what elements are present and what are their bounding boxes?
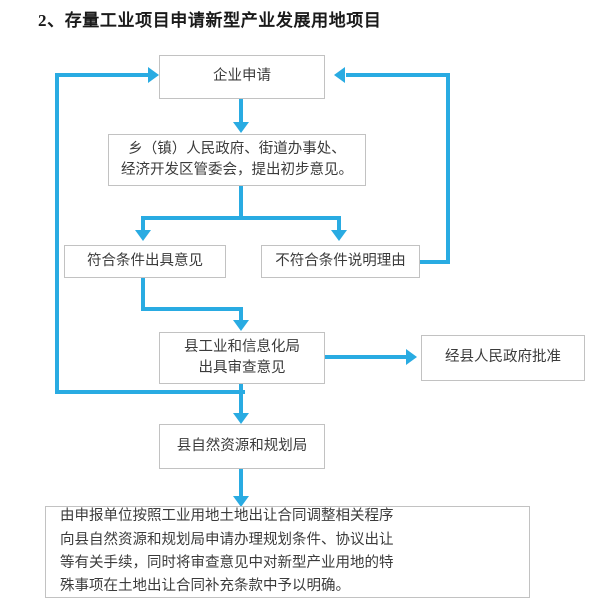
- node-township-government[interactable]: 乡（镇）人民政府、街道办事处、 经济开发区管委会，提出初步意见。: [108, 134, 366, 186]
- connector-right-loop-bottom-horizontal: [418, 260, 450, 264]
- connector-bureau-to-county-approval: [324, 355, 408, 359]
- node-enterprise-application-label: 企业申请: [213, 68, 271, 85]
- node-industry-bureau-label: 县工业和信息化局 出具审查意见: [184, 338, 300, 376]
- page-title: 2、存量工业项目申请新型产业发展用地项目: [38, 11, 382, 30]
- node-natural-resources-bureau-label: 县自然资源和规划局: [176, 437, 308, 454]
- connector-township-split-horizontal: [141, 216, 341, 220]
- connector-split-left-down: [141, 216, 145, 232]
- node-enterprise-application[interactable]: 企业申请: [159, 55, 325, 99]
- arrow-into-unqualified: [331, 230, 347, 241]
- connector-natural-resources-to-final: [239, 468, 243, 498]
- arrow-right-loop-into-enterprise: [334, 67, 345, 83]
- connector-split-right-down: [337, 216, 341, 232]
- node-qualified-opinion-label: 符合条件出具意见: [87, 252, 203, 269]
- arrow-left-loop-into-enterprise: [148, 67, 159, 83]
- node-natural-resources-bureau[interactable]: 县自然资源和规划局: [159, 424, 325, 469]
- connector-township-down: [239, 186, 243, 218]
- arrow-into-final-procedure: [233, 496, 249, 507]
- node-qualified-opinion[interactable]: 符合条件出具意见: [64, 245, 226, 278]
- arrow-into-industry-bureau: [233, 320, 249, 331]
- arrow-into-township: [233, 122, 249, 133]
- connector-left-loop-top-horizontal: [55, 73, 150, 77]
- connector-bureau-to-natural-resources: [239, 383, 243, 415]
- connector-left-loop-vertical: [55, 73, 59, 392]
- node-final-procedure[interactable]: 由申报单位按照工业用地土地出让合同调整相关程序 向县自然资源和规划局申请办理规划…: [45, 506, 530, 598]
- connector-enterprise-to-township: [239, 98, 243, 125]
- node-unqualified-reason[interactable]: 不符合条件说明理由: [261, 245, 420, 278]
- node-industry-bureau[interactable]: 县工业和信息化局 出具审查意见: [159, 332, 325, 384]
- node-township-government-label: 乡（镇）人民政府、街道办事处、 经济开发区管委会，提出初步意见。: [121, 140, 353, 178]
- connector-qualified-down: [141, 277, 145, 311]
- connector-right-loop-top-horizontal: [346, 73, 448, 77]
- node-county-gov-approval-label: 经县人民政府批准: [445, 349, 561, 366]
- node-county-gov-approval[interactable]: 经县人民政府批准: [421, 335, 585, 381]
- connector-left-loop-bottom-horizontal: [55, 390, 245, 394]
- node-final-procedure-label: 由申报单位按照工业用地土地出让合同调整相关程序 向县自然资源和规划局申请办理规划…: [60, 508, 394, 595]
- arrow-into-county-approval: [406, 349, 417, 365]
- arrow-into-natural-resources: [233, 413, 249, 424]
- connector-bureau-entry-down: [239, 307, 243, 322]
- node-unqualified-reason-label: 不符合条件说明理由: [275, 252, 406, 269]
- connector-right-loop-vertical: [446, 73, 450, 264]
- connector-qualified-to-bureau-horizontal: [141, 307, 243, 311]
- arrow-into-qualified: [135, 230, 151, 241]
